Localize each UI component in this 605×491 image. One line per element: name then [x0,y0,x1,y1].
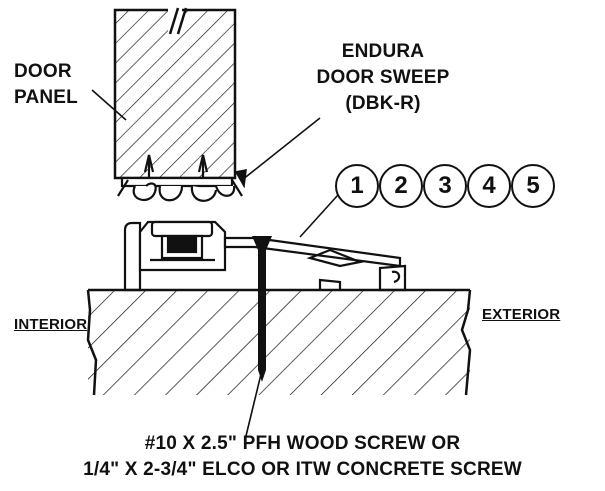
sweep-label-line2: DOOR SWEEP [316,67,450,88]
callout-4: 4 [467,164,511,208]
door-panel [113,5,237,180]
threshold-profile [123,220,407,292]
screw [252,236,272,382]
callout-3: 3 [423,164,467,208]
door-sweep [117,154,243,202]
door-panel-label-line1: DOOR [14,61,72,82]
substrate [86,288,472,396]
sweep-label-line1: ENDURA [341,41,425,62]
callout-2: 2 [379,164,423,208]
sweep-label-line3: (DBK-R) [345,93,421,114]
interior-label: INTERIOR [14,316,88,333]
screw-label-line2: 1/4" X 2-3/4" ELCO OR ITW CONCRETE SCREW [83,459,522,480]
screw-label-line1: #10 X 2.5" PFH WOOD SCREW OR [144,433,461,454]
door-panel-label-line2: PANEL [14,87,78,108]
callout-1: 1 [335,164,379,208]
exterior-label: EXTERIOR [482,306,561,323]
callout-5: 5 [511,164,555,208]
